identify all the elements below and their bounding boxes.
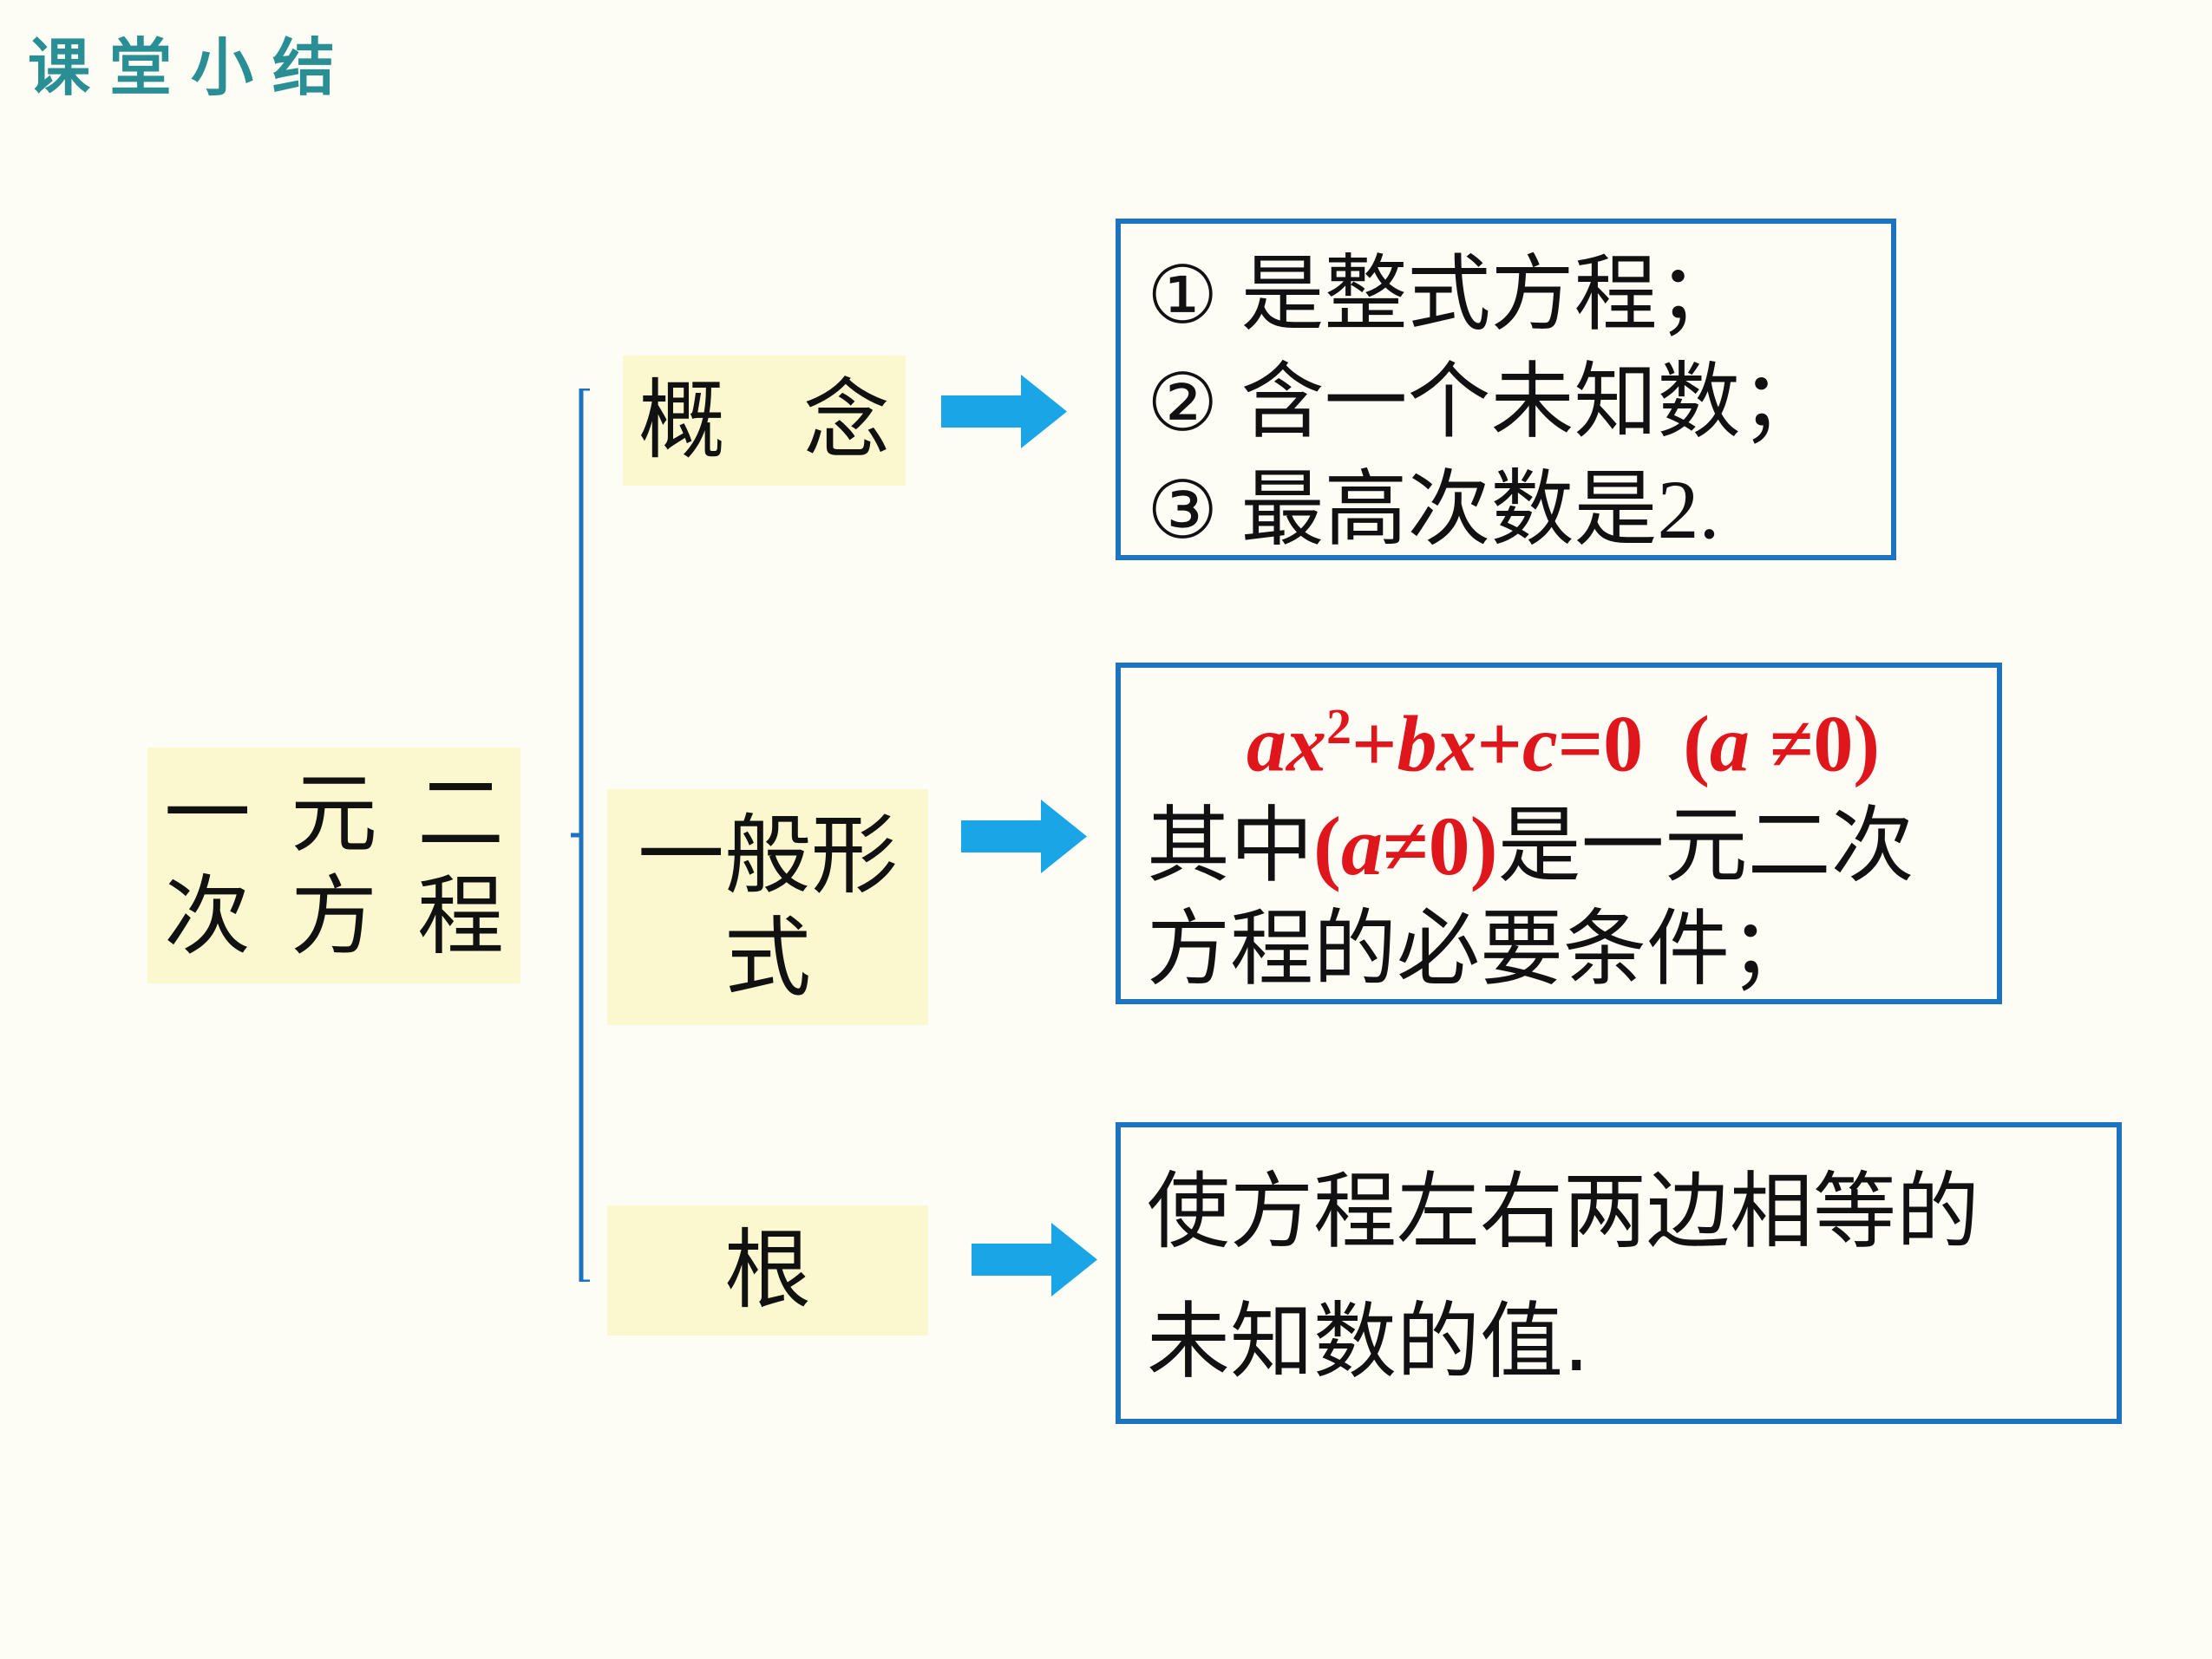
circled-1-icon: ① <box>1147 249 1219 342</box>
general-form-formula: ax2+bx+c=0 (a ≠0) <box>1247 698 1880 788</box>
bracket-connector <box>571 389 590 1282</box>
root-desc-line1: 使方程左右两边相等的 <box>1147 1163 1980 1260</box>
branch-root-label: 根 <box>724 1219 811 1321</box>
circled-2-icon: ② <box>1147 356 1219 449</box>
circled-3-icon: ③ <box>1147 464 1219 557</box>
general-form-box: ax2+bx+c=0 (a ≠0) 其中(a≠0)是一元二次 方程的必要条件； <box>1116 663 2002 1004</box>
branch-concept-node: 概念 <box>623 356 906 486</box>
slide-title: 课堂小结 <box>28 31 355 104</box>
general-form-desc: 其中(a≠0)是一元二次 方程的必要条件； <box>1147 796 1914 997</box>
root-box: 使方程左右两边相等的 未知数的值. <box>1116 1122 2122 1424</box>
arrow-right-icon <box>941 375 1067 448</box>
arrow-right-icon <box>972 1223 1097 1297</box>
branch-general-form-label-line1: 一般形 <box>638 805 898 906</box>
branch-root-node: 根 <box>607 1205 928 1336</box>
condition-text: (a≠0) <box>1313 799 1498 892</box>
branch-general-form-label-line2: 式 <box>724 907 811 1009</box>
arrow-right-icon <box>961 800 1087 873</box>
highest-degree-value: 2. <box>1657 463 1720 556</box>
branch-general-form-node: 一般形 式 <box>607 789 928 1025</box>
branch-concept-label: 概念 <box>638 369 968 471</box>
root-node-line1: 一元二 <box>164 763 544 865</box>
root-node: 一元二 次方程 <box>147 748 520 983</box>
root-desc-line2: 未知数的值. <box>1147 1293 1590 1390</box>
root-node-line2: 次方程 <box>164 865 544 967</box>
